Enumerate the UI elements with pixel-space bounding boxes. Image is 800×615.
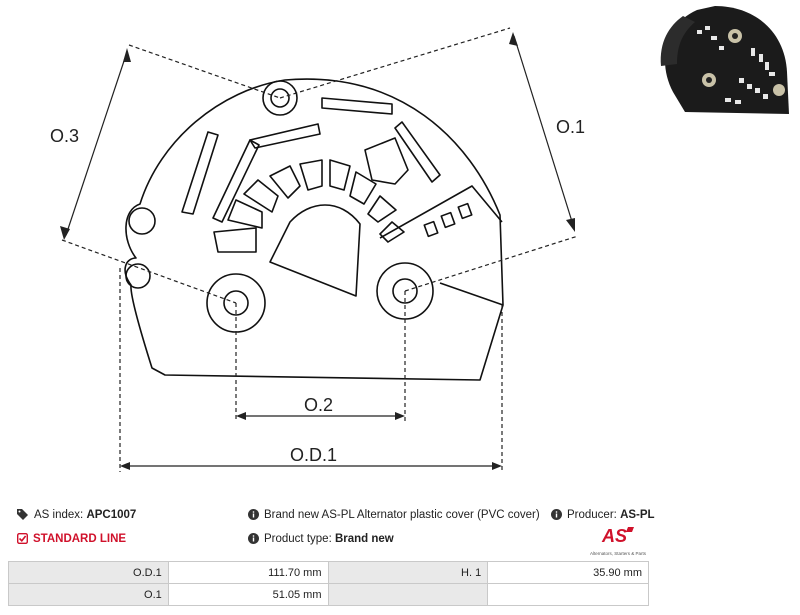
specs-table: O.D.1 111.70 mm H. 1 35.90 mm O.1 51.05 …	[8, 561, 649, 606]
mount-hole-small-top	[128, 207, 156, 235]
tags-icon	[17, 509, 28, 520]
mount-hole-top	[262, 80, 298, 116]
spec-label: O.D.1	[8, 561, 169, 584]
label-od1: O.D.1	[290, 445, 337, 465]
spec-value	[487, 583, 649, 606]
svg-text:AS: AS	[601, 526, 627, 545]
table-row: O.1 51.05 mm	[8, 583, 649, 606]
spec-label: H. 1	[327, 561, 489, 584]
description-row: Brand new AS-PL Alternator plastic cover…	[248, 508, 540, 522]
label-o2: O.2	[304, 395, 333, 415]
standard-line-label: STANDARD LINE	[33, 533, 127, 545]
info-circle-icon	[248, 533, 259, 544]
as-index-row: AS index: APC1007	[17, 508, 136, 522]
label-o1: O.1	[556, 117, 585, 137]
standard-line-row: STANDARD LINE	[17, 532, 126, 546]
technical-drawing: O.3 O.1 O.2 O.D.1	[50, 27, 585, 472]
product-type-label: Product type:	[264, 533, 332, 545]
as-index-value: APC1007	[86, 509, 137, 521]
as-index-label: AS index:	[34, 509, 84, 521]
label-o3: O.3	[50, 126, 79, 146]
spec-label	[327, 583, 489, 606]
spec-value: 111.70 mm	[167, 561, 329, 584]
info-circle-icon	[248, 509, 259, 520]
info-circle-icon	[551, 509, 562, 520]
producer-row: Producer: AS-PL	[551, 508, 655, 522]
description-text: Brand new AS-PL Alternator plastic cover…	[264, 509, 540, 521]
product-photo	[660, 6, 789, 114]
check-square-icon	[17, 533, 28, 544]
table-row: O.D.1 111.70 mm H. 1 35.90 mm	[8, 561, 649, 584]
producer-label: Producer:	[567, 509, 617, 521]
producer-value: AS-PL	[620, 509, 655, 521]
product-type-value: Brand new	[334, 533, 394, 545]
spec-value: 35.90 mm	[487, 561, 649, 584]
spec-value: 51.05 mm	[167, 583, 329, 606]
mount-hole-small-bottom	[125, 263, 151, 289]
as-logo-mark: AS	[601, 526, 634, 546]
product-type-row: Product type: Brand new	[248, 532, 394, 546]
as-pl-logo: AS Alternators, Starters & Parts	[585, 525, 651, 556]
spec-label: O.1	[8, 583, 169, 606]
logo-tagline: Alternators, Starters & Parts	[589, 551, 647, 556]
